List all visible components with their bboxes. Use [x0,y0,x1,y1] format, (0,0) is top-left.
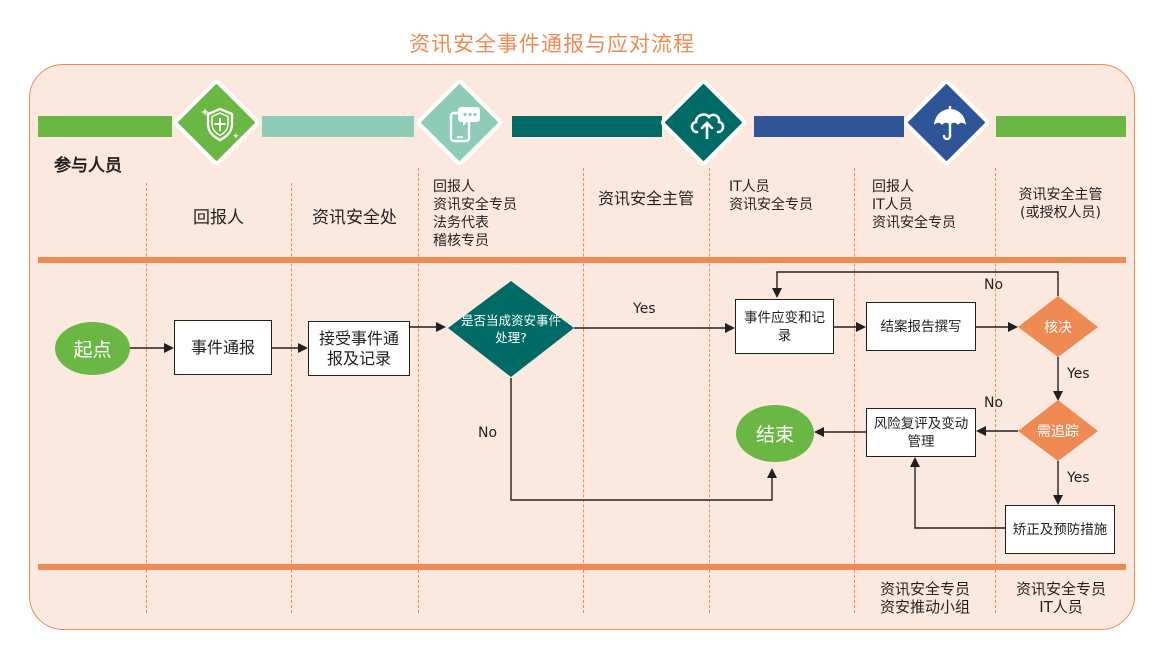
lane-security-manager: 资讯安全主管 [597,189,694,208]
shield-icon [201,107,239,142]
respond-box: 事件应变和记录 [735,299,834,354]
edge-corrective-review [910,457,1005,529]
lane-separator [583,168,584,613]
start-node: 起点 [55,322,130,375]
decide-label: 是否当成资安事件处理? [460,313,561,345]
lane-reporter: 回报人 [193,208,244,228]
approve-diamond [1018,296,1098,357]
band-mint [262,116,414,137]
lane-review-group: 回报人 资讯安全专员 法务代表 稽核专员 [433,179,517,249]
edge-label-decide-yes: Yes [633,301,656,317]
edge-label-approve-yes: Yes [1067,366,1090,382]
footer-divider [38,564,1126,570]
closing-report-box: 结案报告撰写 [866,302,976,351]
receive-box: 接受事件通报及记录 [308,321,410,376]
lane-separator [709,168,710,613]
decide-diamond [448,281,574,377]
band-green-right [996,116,1126,137]
cloud-upload-icon [690,113,725,139]
edge-label-track-yes: Yes [1067,470,1090,486]
band-teal [512,116,662,137]
page-title: 资讯安全事件通报与应对流程 [409,32,695,56]
report-box: 事件通报 [174,320,272,375]
band-green-left [38,116,172,137]
end-node: 结束 [736,405,814,462]
bottom-lane-remediation: 资讯安全专员 IT人员 [1015,580,1106,616]
track-label: 需追踪 [1037,424,1079,440]
band-blue [754,116,904,137]
approve-label: 核决 [1044,320,1072,336]
lane-separator [291,183,292,613]
lane-approver-group: 资讯安全主管 (或授权人员) [1018,187,1103,221]
risk-review-box: 风险复评及变动管理 [866,408,976,457]
edge-decide-no [510,378,777,501]
lane-separator [418,168,419,613]
lane-separator [854,168,855,613]
lane-security-office: 资讯安全处 [312,208,397,228]
lane-separator [995,168,996,613]
participants-label: 参与人员 [54,156,122,176]
header-divider [38,257,1126,263]
track-diamond [1018,400,1098,461]
phone-chat-icon [449,107,480,143]
lane-closing-group: 回报人 IT人员 资讯安全专员 [872,179,956,231]
edge-label-decide-no: No [478,425,498,441]
lane-it-group: IT人员 资讯安全专员 [729,179,813,213]
umbrella-icon [934,106,966,141]
bottom-lane-review: 资讯安全专员 资安推动小组 [879,580,970,616]
lane-separator [146,183,147,613]
edge-label-track-no: No [984,395,1004,411]
edge-label-approve-no: No [984,277,1004,293]
edge-approve-no [772,271,1059,298]
corrective-box: 矫正及预防措施 [1005,505,1115,554]
